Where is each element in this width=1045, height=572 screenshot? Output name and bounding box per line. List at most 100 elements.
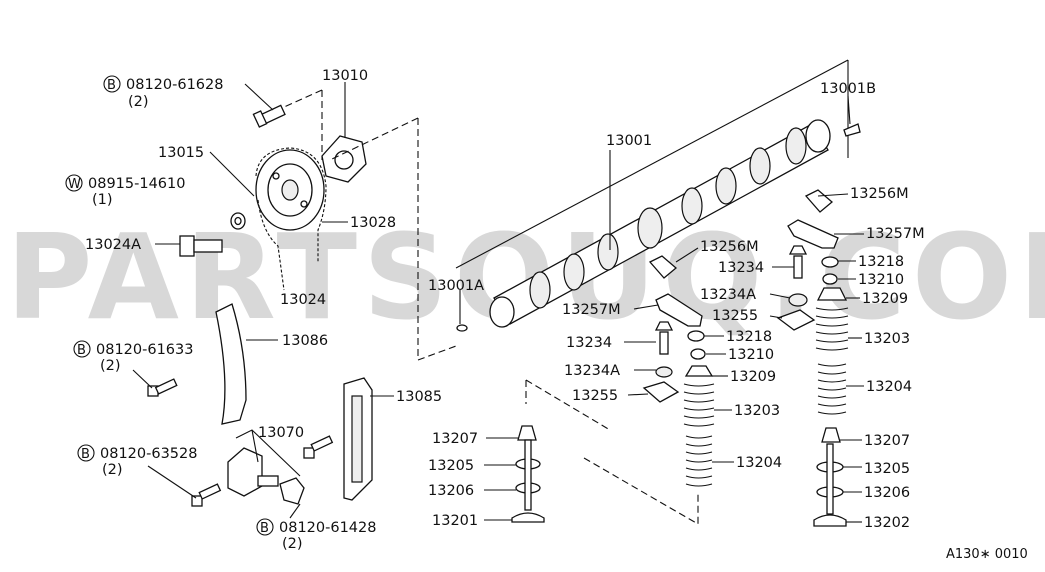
fastener-number: 08120-61633 xyxy=(96,342,194,358)
chain-guide-icon xyxy=(215,303,247,425)
callout-13205-right: 13205 xyxy=(864,461,910,477)
callout-13255-left: 13255 xyxy=(572,388,618,404)
callout-13257m-right: 13257M xyxy=(866,226,925,242)
chain-tensioner-icon xyxy=(227,447,305,505)
callout-13210-right: 13210 xyxy=(858,272,904,288)
valve-lash-adjuster-right-icon xyxy=(821,256,839,268)
valve-spring-retainer-right-icon xyxy=(816,287,848,301)
fastener-qty: (2) xyxy=(128,94,149,110)
fastener-bolt3-callout: B 08120-63528 (2) xyxy=(77,444,198,478)
callout-13204-right: 13204 xyxy=(866,379,912,395)
pivot-bolt-right-icon xyxy=(788,245,808,279)
callout-13218-right: 13218 xyxy=(858,254,904,270)
retainer-key-right-icon xyxy=(822,273,838,285)
callout-13234-right: 13234 xyxy=(718,260,764,276)
callout-13209-left: 13209 xyxy=(730,369,776,385)
callout-13256m-right: 13256M xyxy=(850,186,909,202)
gasket-right-icon xyxy=(776,309,816,331)
callout-13256m-left: 13256M xyxy=(700,239,759,255)
rocker-arm-right-icon xyxy=(787,219,839,249)
fastener-washer1-callout: W 08915-14610 (1) xyxy=(65,174,186,208)
timing-chain-icon xyxy=(255,147,327,291)
fastener-prefix: W xyxy=(68,177,81,192)
valve-spring-retainer-left-icon xyxy=(684,365,714,377)
callout-13024a: 13024A xyxy=(85,237,141,253)
fastener-prefix: B xyxy=(260,521,269,536)
camshaft-pin-a-icon xyxy=(456,324,468,332)
fastener-qty: (2) xyxy=(100,358,121,374)
callout-13001a: 13001A xyxy=(428,278,484,294)
rocker-pivot-left-icon xyxy=(648,255,678,279)
valve-spring-inner-left-icon xyxy=(685,435,713,487)
callout-13001b: 13001B xyxy=(820,81,876,97)
sprocket-bolt-icon xyxy=(252,104,286,128)
fastener-prefix: B xyxy=(81,447,90,462)
callout-13070: 13070 xyxy=(258,425,304,441)
fastener-qty: (2) xyxy=(102,462,123,478)
gasket-left-icon xyxy=(642,381,680,403)
valve-spring-inner-right-icon xyxy=(817,363,847,415)
callout-13201: 13201 xyxy=(432,513,478,529)
callout-13234a-right: 13234A xyxy=(700,287,756,303)
callout-13207-left: 13207 xyxy=(432,431,478,447)
rocker-arm-left-icon xyxy=(655,293,703,327)
exhaust-valve-icon xyxy=(511,439,545,523)
fastener-bolt1-callout: B 08120-61628 (2) xyxy=(103,75,224,110)
callout-13257m-left: 13257M xyxy=(562,302,621,318)
spring-seat-top-right-icon xyxy=(788,293,808,307)
callout-13255-right: 13255 xyxy=(712,308,758,324)
tensioner-bolt-2-icon xyxy=(303,435,334,459)
callout-13010: 13010 xyxy=(322,68,368,84)
washer-icon xyxy=(230,212,246,230)
valve-seal-right-icon xyxy=(821,427,841,443)
callout-13206-right: 13206 xyxy=(864,485,910,501)
callout-13234-left: 13234 xyxy=(566,335,612,351)
intake-valve-icon xyxy=(813,443,847,527)
retainer-key-left-icon xyxy=(690,348,706,360)
diagram-code: A130∗ 0010 xyxy=(946,547,1028,562)
callout-13203-right: 13203 xyxy=(864,331,910,347)
callout-13015: 13015 xyxy=(158,145,204,161)
callout-13218-left: 13218 xyxy=(726,329,772,345)
camshaft-icon xyxy=(489,119,831,328)
callout-13203-left: 13203 xyxy=(734,403,780,419)
callout-13234a-left: 13234A xyxy=(564,363,620,379)
valve-spring-outer-left-icon xyxy=(683,383,715,427)
fastener-number: 08915-14610 xyxy=(88,176,186,192)
callout-13028: 13028 xyxy=(350,215,396,231)
chain-cover-plate-icon xyxy=(321,135,367,183)
fastener-bolt2-callout: B 08120-61633 (2) xyxy=(73,340,194,374)
fastener-number: 08120-63528 xyxy=(100,446,198,462)
fastener-number: 08120-61628 xyxy=(126,77,224,93)
callout-13085: 13085 xyxy=(396,389,442,405)
fastener-prefix: B xyxy=(107,78,116,93)
rocker-pivot-right-icon xyxy=(804,189,834,213)
callout-13205-left: 13205 xyxy=(428,458,474,474)
callout-13086: 13086 xyxy=(282,333,328,349)
fastener-qty: (2) xyxy=(282,536,303,552)
valve-seal-left-icon xyxy=(517,425,537,441)
fastener-bolt4-callout: B 08120-61428 (2) xyxy=(256,518,377,552)
fastener-qty: (1) xyxy=(92,192,113,208)
valve-lash-adjuster-left-icon xyxy=(687,330,705,342)
fastener-number: 08120-61428 xyxy=(279,520,377,536)
callout-13207-right: 13207 xyxy=(864,433,910,449)
camshaft-pin-b-icon xyxy=(843,123,861,137)
guide-bolt-icon xyxy=(147,378,178,397)
cam-sprocket-icon xyxy=(255,149,325,231)
callout-13204-left: 13204 xyxy=(736,455,782,471)
fastener-prefix: B xyxy=(77,343,86,358)
sprocket-center-bolt-icon xyxy=(179,235,223,257)
callout-13206-left: 13206 xyxy=(428,483,474,499)
callout-13024: 13024 xyxy=(280,292,326,308)
spring-seat-top-left-icon xyxy=(655,366,673,378)
callout-13209-right: 13209 xyxy=(862,291,908,307)
chain-guide-2-icon xyxy=(343,377,373,501)
callout-13210-left: 13210 xyxy=(728,347,774,363)
tensioner-bolt-icon xyxy=(191,483,222,507)
pivot-bolt-left-icon xyxy=(654,321,674,355)
callout-13001: 13001 xyxy=(606,133,652,149)
valve-spring-outer-right-icon xyxy=(815,307,849,351)
callout-13202: 13202 xyxy=(864,515,910,531)
